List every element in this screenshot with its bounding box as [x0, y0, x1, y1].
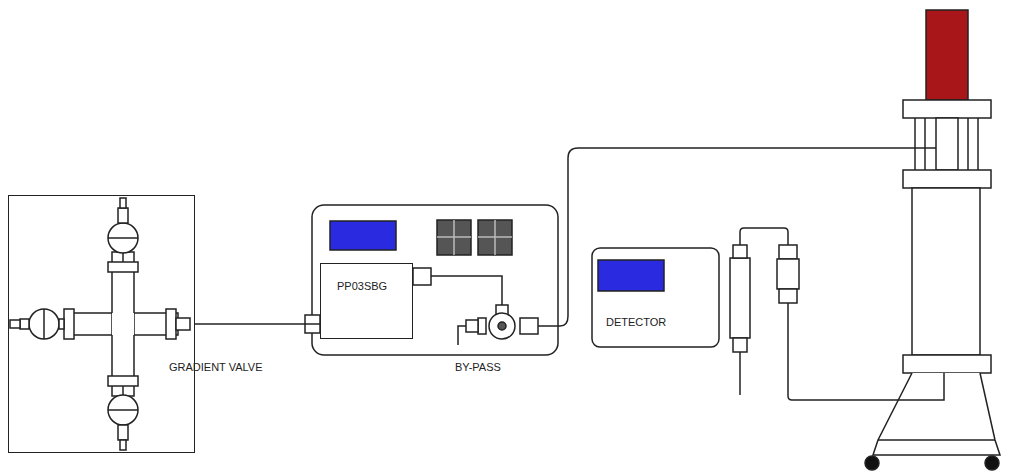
column-stand-part — [878, 439, 995, 441]
column-stand-part — [985, 456, 999, 470]
gradient-valve-symbol-part — [120, 440, 126, 450]
detector-unit-part — [788, 303, 944, 400]
gradient-valve-symbol-part — [20, 319, 29, 329]
column-stand-part — [903, 100, 991, 118]
bypass-valve-symbol-part — [489, 313, 515, 339]
gradient-valve-symbol-part — [29, 309, 59, 339]
column-stand-part — [936, 118, 958, 170]
gradient-valve-symbol-part — [122, 386, 124, 395]
gradient-valve-symbol-part — [108, 409, 138, 411]
pump-panel-part — [437, 220, 471, 255]
gradient-valve-symbol-part — [43, 309, 45, 339]
detector-unit-part — [779, 245, 797, 259]
pump-panel-part — [478, 220, 512, 255]
detector-unit-part — [598, 260, 664, 291]
node-text: GRADIENT VALVE — [169, 361, 263, 374]
column-stand-part — [903, 170, 991, 188]
gradient-valve-symbol-part — [166, 309, 176, 339]
pump-panel-part — [478, 236, 512, 238]
detector-unit — [592, 228, 944, 400]
detector-unit-part — [733, 245, 747, 258]
bypass-valve-symbol-part — [466, 320, 478, 332]
bypass-valve-symbol-part — [498, 322, 506, 330]
detector-unit-part — [592, 248, 719, 347]
bypass-valve-symbol-part — [478, 318, 486, 334]
bypass-valve-symbol — [431, 276, 538, 345]
column-stand-part — [914, 118, 916, 170]
gradient-valve-symbol — [10, 198, 190, 450]
bypass-valve-symbol-part — [520, 318, 538, 334]
part-label: BY-PASS — [455, 361, 501, 374]
gradient-valve-symbol-part — [108, 223, 138, 253]
pump-panel-part — [437, 236, 471, 238]
pump-panel-part — [330, 221, 396, 250]
pump-panel — [305, 205, 558, 355]
detector-unit-part — [730, 258, 750, 338]
column-stand-part — [967, 118, 969, 170]
gradient-valve-symbol-part — [122, 253, 124, 262]
gradient-valve-symbol-part — [108, 237, 138, 239]
gradient-valve-symbol-part — [108, 376, 138, 386]
gradient-valve-symbol-part — [108, 262, 138, 272]
gradient-valve-symbol-part — [112, 313, 134, 335]
column-stand-part — [977, 118, 979, 170]
detector-unit-part — [779, 289, 797, 303]
tubing-connector — [195, 323, 320, 325]
bypass-valve-symbol-part — [431, 276, 502, 305]
bypass-valve-symbol-part — [458, 326, 466, 345]
gradient-valve-symbol-part — [59, 319, 64, 329]
pump-panel-part — [413, 268, 431, 285]
node-text: PP03SBG — [337, 280, 387, 293]
gradient-valve-symbol-part — [120, 198, 126, 208]
gradient-valve-symbol-part — [64, 309, 74, 339]
column-stand-part — [924, 118, 926, 170]
column-stand-part — [903, 355, 991, 373]
column-stand-part — [865, 456, 879, 470]
pump-box: PP03SBG — [320, 263, 413, 339]
column-stand-part — [912, 188, 980, 355]
detector-unit-part — [777, 259, 799, 289]
column-stand — [865, 10, 1000, 470]
gradient-valve-symbol-part — [176, 318, 190, 330]
gradient-valve-symbol-part — [118, 425, 128, 440]
detector-unit-part — [740, 228, 788, 245]
gradient-valve-symbol-part — [10, 320, 20, 328]
detector-unit-part — [739, 352, 741, 395]
detector-unit-part — [733, 338, 747, 352]
pump-panel-part — [312, 205, 558, 355]
gradient-valve-symbol-part — [112, 252, 134, 396]
gradient-valve-symbol-part — [70, 313, 178, 335]
column-stand-part — [873, 373, 1000, 455]
detector-label-box: DETECTOR — [598, 300, 710, 340]
node-text: DETECTOR — [606, 316, 666, 329]
column-stand-part — [926, 10, 968, 100]
valve-node: GRADIENT VALVE — [8, 195, 195, 453]
gradient-valve-symbol-part — [108, 395, 138, 425]
gradient-valve-symbol-part — [118, 208, 128, 223]
